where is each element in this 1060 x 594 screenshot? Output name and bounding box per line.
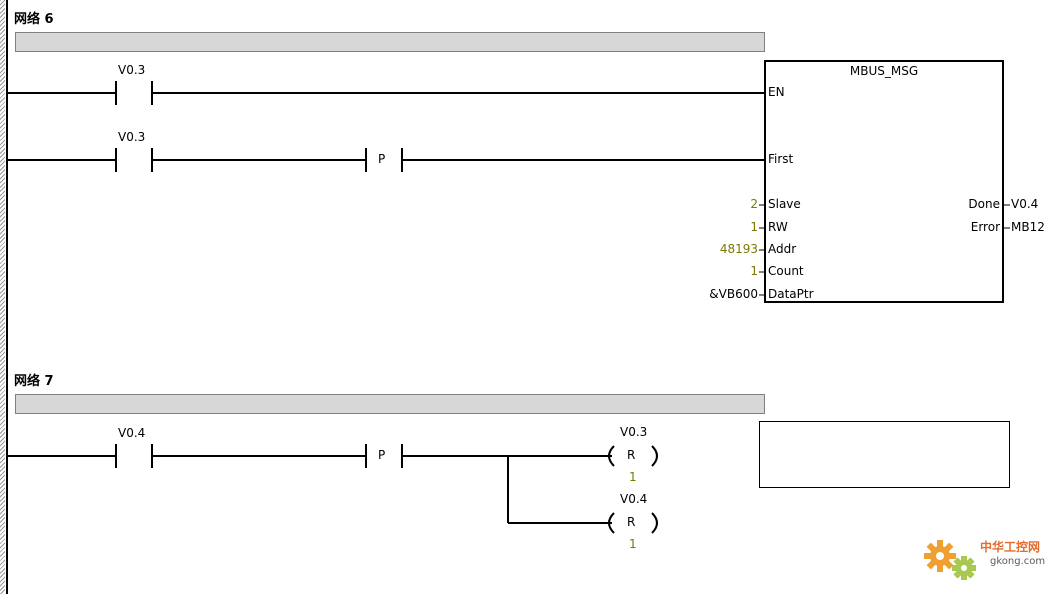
coil-count-2: 1 [629,537,637,551]
contact-label-v0-4: V0.4 [118,426,146,440]
network-7-comment-bar[interactable] [15,394,765,414]
block-title: MBUS_MSG [849,64,919,78]
value-error[interactable]: MB12 [1011,220,1045,234]
value-dataptr[interactable]: &VB600 [709,287,758,301]
pin-slave: Slave [768,197,801,211]
block-input-stubs [759,204,765,296]
watermark-text-cn: 中华工控网 [980,540,1041,554]
contact-label-v0-3-second: V0.3 [118,130,146,144]
coil-type-r-2: R [627,515,636,529]
mbus-msg-block[interactable] [764,60,1004,303]
gear-icon [924,540,976,580]
left-power-rail-hatch [0,0,5,594]
empty-network-box[interactable] [759,421,1010,488]
value-addr[interactable]: 48193 [719,242,758,256]
network-7-title[interactable]: 网络 7 [14,374,54,389]
value-count[interactable]: 1 [750,264,758,278]
coil-operand-v0-3: V0.3 [620,425,648,439]
pin-first: First [768,152,794,166]
network-6-comment-bar[interactable] [15,32,765,52]
coil-operand-v0-4: V0.4 [620,492,648,506]
network-6-title[interactable]: 网络 6 [14,12,54,27]
watermark-text-en: gkong.com [990,556,1046,567]
pin-dataptr: DataPtr [768,287,814,301]
pin-rw: RW [768,220,788,234]
pin-addr: Addr [768,242,797,256]
reset-coil-v0-3[interactable] [608,445,658,467]
network-6-rung-1 [7,81,765,105]
pin-count: Count [768,264,804,278]
network-6-rung-2 [7,148,765,172]
pin-error: Error [970,220,1000,234]
value-done[interactable]: V0.4 [1011,197,1039,211]
network-7-rung [7,444,658,534]
edge-label-p-net7: P [378,448,386,462]
edge-label-p: P [378,152,386,166]
coil-count-1: 1 [629,470,637,484]
contact-v0-4[interactable] [115,444,153,468]
value-slave[interactable]: 2 [750,197,758,211]
block-output-stubs [1003,204,1010,229]
pin-done: Done [968,197,1000,211]
pin-en: EN [768,85,785,99]
coil-type-r-1: R [627,448,636,462]
contact-v0-3[interactable] [115,81,153,105]
gkong-watermark-logo: 中华工控网 gkong.com [918,532,1058,588]
contact-label-v0-3: V0.3 [118,63,146,77]
value-rw[interactable]: 1 [750,220,758,234]
contact-v0-3-second[interactable] [115,148,153,172]
reset-coil-v0-4[interactable] [608,512,658,534]
